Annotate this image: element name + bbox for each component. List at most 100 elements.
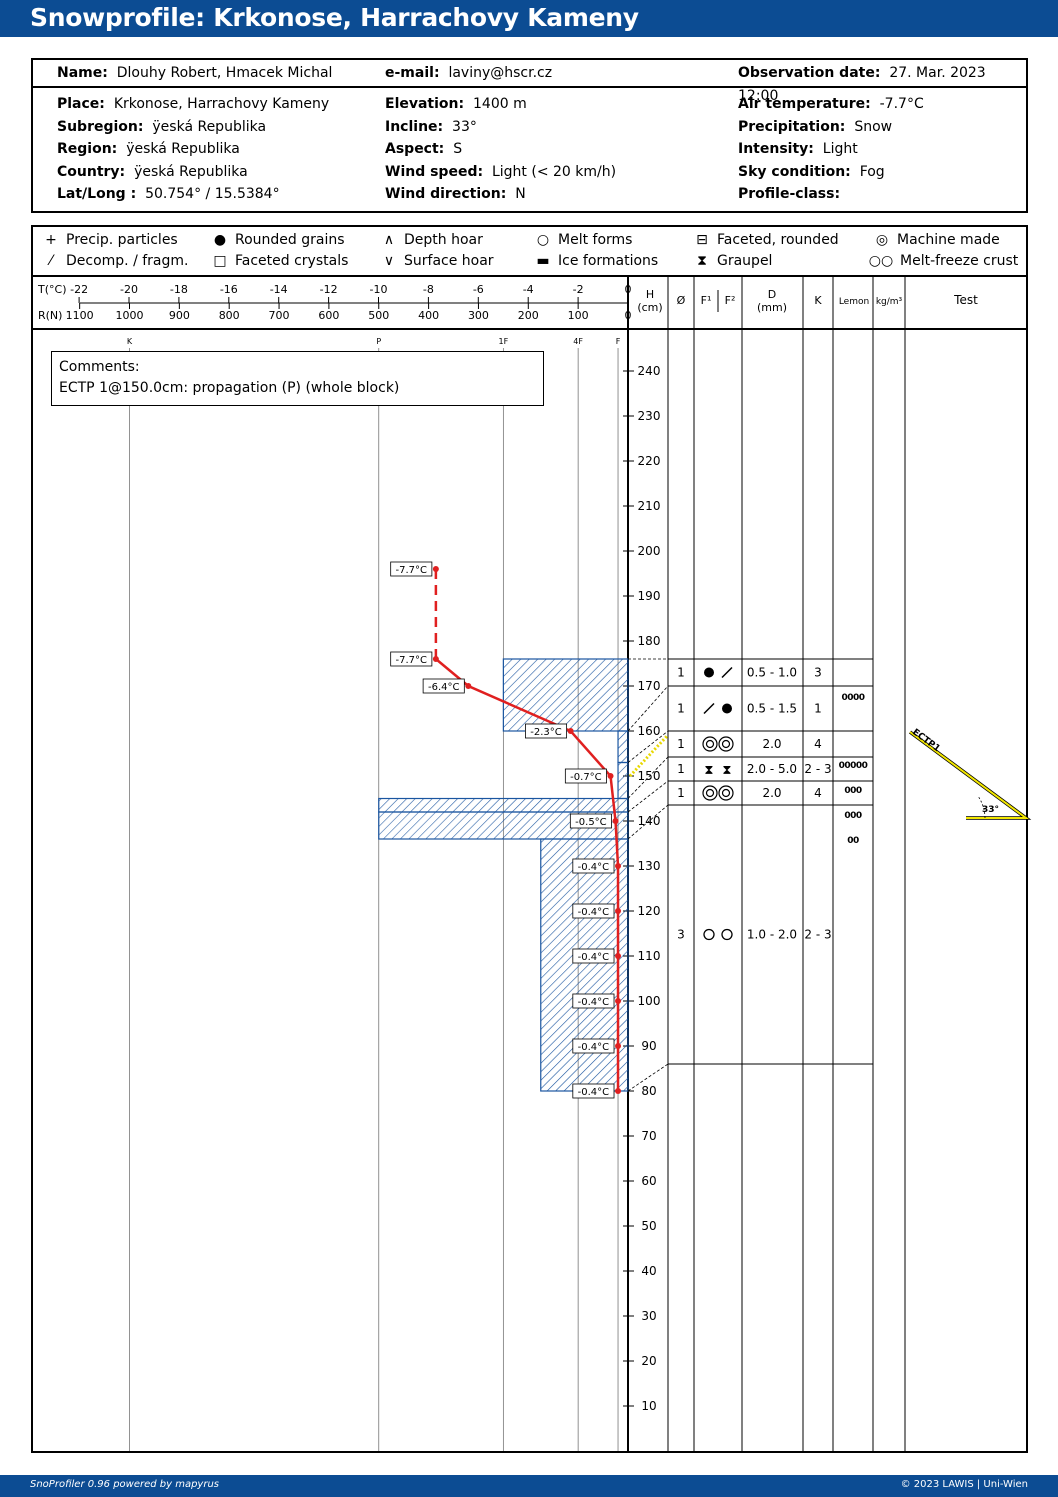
height-tick-label: 110 — [638, 949, 661, 963]
slope-angle-label: 33° — [982, 805, 999, 815]
graupel-icon: ⧗ — [722, 763, 731, 778]
height-tick-label: 60 — [641, 1174, 656, 1188]
melt-freeze-icon — [718, 785, 734, 801]
lemon-indicator: 0000 — [841, 693, 864, 703]
layer-diameter: 0.5 - 1.5 — [747, 702, 797, 716]
temperature-tick-label: -4 — [523, 283, 534, 296]
temperature-axis-label: T(°C) — [37, 283, 66, 296]
f1-header: F¹ — [701, 294, 712, 307]
height-tick-label: 50 — [641, 1219, 656, 1233]
density-header: kg/m³ — [876, 297, 903, 307]
temperature-label-box — [569, 813, 612, 829]
temperature-label: -0.4°C — [578, 997, 610, 1008]
hardness-tick-label: K — [127, 337, 133, 346]
temperature-point — [432, 656, 439, 662]
melt-freeze-icon: ○○ — [868, 253, 894, 269]
resistance-tick-label: 300 — [468, 309, 489, 322]
temperature-label: -7.7°C — [396, 655, 428, 666]
graupel-icon: ⧗ — [697, 253, 707, 269]
caret-icon: ∧ — [383, 232, 395, 248]
bar-icon: ▬ — [536, 253, 550, 269]
layer-diameter: 2.0 — [762, 737, 781, 751]
slope-angle-arc — [977, 795, 986, 819]
temperature-label-box — [390, 651, 433, 667]
layer-diameter: 1.0 - 2.0 — [747, 928, 797, 942]
footer-bar: SnoProfiler 0.96 powered by mapyrus © 20… — [0, 1475, 1058, 1497]
grain-size-header: Ø — [677, 294, 686, 307]
temperature-tick-label: -12 — [320, 283, 338, 296]
melt-freeze-icon — [705, 788, 715, 798]
layer-k: 2 - 3 — [804, 762, 831, 776]
height-tick-label: 170 — [638, 679, 661, 693]
lemon-header: Lemon — [839, 297, 869, 307]
temperature-label-box — [572, 1038, 615, 1054]
hardness-tick-label: 4F — [573, 337, 583, 346]
filled-circle-icon: ● — [213, 232, 227, 248]
resistance-tick-label: 800 — [219, 309, 240, 322]
resistance-tick-label: 1100 — [66, 309, 94, 322]
legend-graupel: ⧗Graupel — [693, 253, 772, 269]
temperature-label: -0.4°C — [578, 1042, 610, 1053]
temperature-label: -7.7°C — [396, 565, 428, 576]
temperature-point — [465, 683, 472, 689]
hardness-layer — [617, 761, 629, 800]
height-tick-label: 160 — [638, 724, 661, 738]
square-icon: □ — [213, 253, 227, 269]
temperature-tick-label: -14 — [270, 283, 288, 296]
info-latlong: Lat/Long : 50.754° / 15.5384° — [57, 186, 280, 202]
info-sky-condition: Sky condition: Fog — [738, 163, 885, 180]
filled-circle-icon — [704, 667, 714, 678]
resistance-tick-label: 400 — [418, 309, 439, 322]
height-tick-label: 100 — [638, 994, 661, 1008]
layer-grain-size: 3 — [677, 928, 685, 942]
layer-connector — [627, 804, 669, 840]
header-divider — [33, 86, 1026, 88]
info-subregion: Subregion: ÿeská Republika — [57, 118, 267, 135]
temperature-label-box — [572, 903, 615, 919]
height-tick-label: 200 — [638, 544, 661, 558]
footer-copyright: © 2023 LAWIS | Uni-Wien — [900, 1479, 1028, 1490]
legend-depth-hoar: ∧Depth hoar — [380, 232, 483, 248]
temperature-tick-label: -18 — [170, 283, 188, 296]
temperature-tick-label: -22 — [70, 283, 88, 296]
temperature-label-box — [525, 723, 568, 739]
info-intensity: Intensity: Light — [738, 141, 858, 157]
k-header: K — [814, 294, 822, 307]
info-wind-direction: Wind direction: N — [385, 186, 526, 202]
lemon-indicator: 000 — [844, 811, 862, 821]
table-columns — [627, 277, 906, 1452]
resistance-tick-label: 100 — [568, 309, 589, 322]
resistance-tick-label: 200 — [518, 309, 539, 322]
open-circle-icon — [703, 928, 715, 941]
temperature-point — [615, 1043, 622, 1049]
test-name-label: ECTP1 — [910, 727, 941, 754]
temperature-label-box — [422, 678, 465, 694]
resistance-tick-label: 500 — [368, 309, 389, 322]
resistance-tick-label: 700 — [269, 309, 290, 322]
height-tick-label: 20 — [641, 1354, 656, 1368]
legend-ice: ▬Ice formations — [534, 253, 658, 269]
info-country: Country: ÿeská Republika — [57, 163, 248, 180]
temperature-label-box — [390, 561, 433, 577]
temperature-label: -0.4°C — [578, 907, 610, 918]
temperature-label: -6.4°C — [428, 682, 460, 693]
temperature-point — [615, 908, 622, 914]
layer-connector — [627, 730, 669, 763]
faceted-rounded-icon: ⊟ — [696, 232, 708, 248]
legend-surface-hoar: ∨Surface hoar — [380, 253, 494, 269]
observation-info-box: Name: Dlouhy Robert, Hmacek Michal e-mai… — [31, 58, 1028, 213]
height-header: H — [646, 288, 654, 301]
page-title: Snowprofile: Krkonose, Harrachovy Kameny — [30, 3, 639, 32]
height-tick-label: 80 — [641, 1084, 656, 1098]
layer-grain-size: 1 — [677, 786, 685, 800]
hardness-layer — [378, 797, 629, 813]
layer-grain-size: 1 — [677, 666, 685, 680]
temperature-point — [567, 728, 574, 734]
height-tick-label: 10 — [641, 1399, 656, 1413]
melt-freeze-icon — [702, 736, 718, 752]
height-tick-label: 230 — [638, 409, 661, 423]
height-tick-label: 130 — [638, 859, 661, 873]
comments-box: Comments: ECTP 1@150.0cm: propagation (P… — [51, 351, 544, 406]
layer-grain-size: 1 — [677, 737, 685, 751]
